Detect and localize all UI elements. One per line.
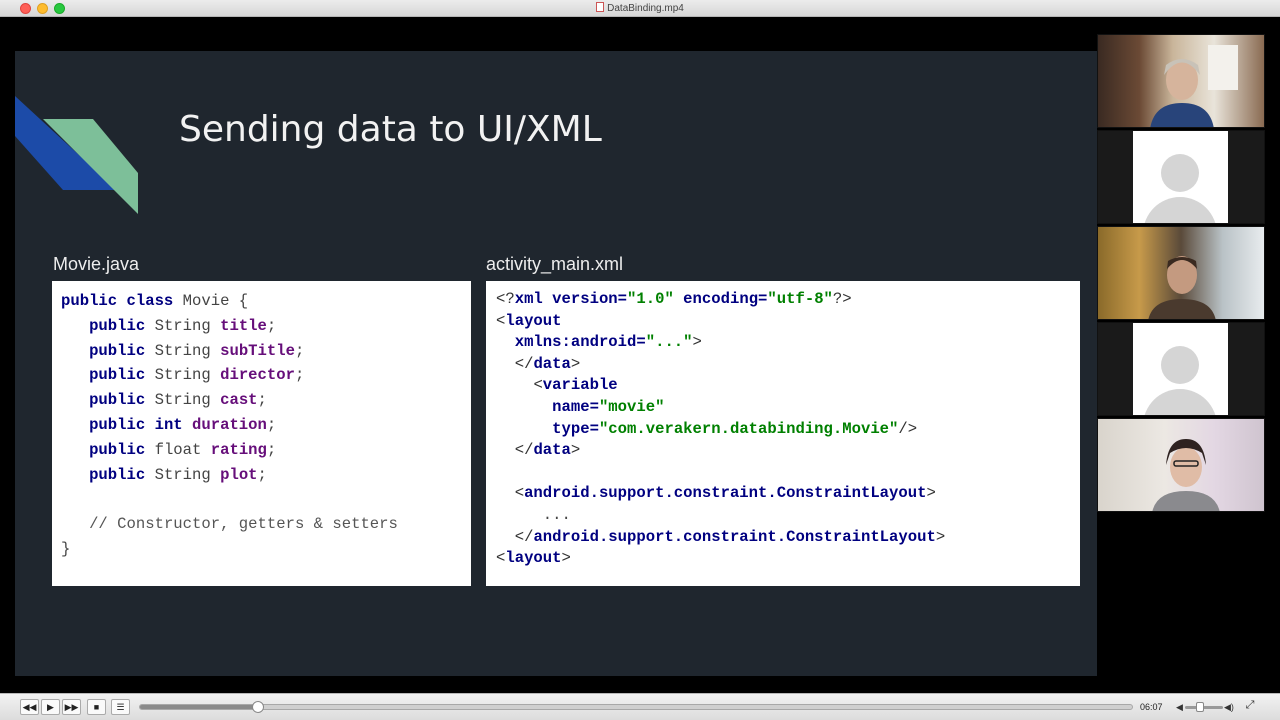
xml-file-label: activity_main.xml [486, 254, 624, 274]
video-area[interactable]: Sending data to UI/XML Movie.java activi… [0, 17, 1280, 692]
fast-forward-icon[interactable]: ▶▶ [62, 699, 81, 715]
participant-person-icon [1150, 45, 1238, 127]
java-field-type: String [145, 366, 221, 385]
stop-icon[interactable]: ■ [87, 699, 106, 715]
participant-avatar-tile[interactable] [1097, 322, 1265, 416]
avatar-body-shape [1143, 389, 1217, 415]
participants-panel [1097, 34, 1265, 514]
java-comment: // Constructor, getters & setters [89, 515, 398, 534]
java-field-type [183, 416, 192, 434]
seek-bar[interactable] [139, 701, 1133, 713]
java-field-name: cast [220, 391, 258, 410]
participant-video-tile[interactable] [1097, 418, 1265, 512]
window-titlebar: DataBinding.mp4 [0, 0, 1280, 17]
xml-name-value: "movie" [598, 397, 665, 416]
volume-knob[interactable] [1196, 702, 1205, 712]
java-field-end: ; [294, 341, 305, 360]
java-field-name: plot [220, 465, 258, 484]
java-field-type: String [145, 391, 221, 410]
avatar-body-shape [1143, 197, 1217, 223]
xml-decl-value: "1.0" [627, 290, 674, 308]
java-code-box: public class Movie { public String title… [52, 281, 471, 586]
avatar-placeholder-icon [1161, 154, 1199, 192]
java-field-type: String [145, 465, 221, 484]
xml-layout-close-tag: layout [505, 549, 562, 568]
java-line1-rest: Movie { [173, 292, 249, 310]
java-field-name: duration [192, 415, 267, 434]
participant-avatar-tile[interactable] [1097, 130, 1265, 224]
java-field-type: float [145, 440, 211, 459]
slide-logo-icon [15, 96, 138, 214]
window-title: DataBinding.mp4 [0, 2, 1280, 14]
seek-knob[interactable] [252, 701, 265, 713]
seek-bar-fill [140, 705, 259, 709]
xml-code-box: <?xml version="1.0" encoding="utf-8"?> <… [486, 281, 1080, 586]
xml-decl-attr: version= [542, 290, 628, 308]
window-title-text: DataBinding.mp4 [607, 3, 684, 14]
xml-data-tag: data [533, 354, 571, 373]
java-field-end: ; [294, 366, 305, 385]
playback-time: 06:07 [1140, 702, 1163, 712]
java-close-brace: } [61, 539, 71, 558]
volume-low-icon[interactable]: ◀ [1176, 702, 1183, 712]
xml-decl-attr: encoding= [673, 290, 768, 308]
xml-name-attr: name= [552, 397, 599, 416]
video-file-icon [596, 2, 605, 12]
java-field-name: rating [210, 440, 267, 459]
xml-ellipsis: ... [542, 505, 571, 524]
java-field-kw: public [89, 366, 146, 385]
volume-high-icon[interactable]: ◀) [1224, 702, 1234, 712]
java-field-name: director [220, 366, 295, 385]
xml-decl-name: xml [514, 290, 543, 308]
java-field-type: String [145, 316, 221, 335]
xml-decl-open: <? [496, 290, 515, 308]
xml-decl-value: "utf-8" [767, 290, 833, 308]
java-field-end: ; [266, 440, 277, 459]
java-field-kw: public [89, 465, 146, 484]
avatar-placeholder-icon [1161, 346, 1199, 384]
zoom-window-button[interactable] [54, 3, 65, 14]
java-field-kw: public [89, 341, 146, 360]
close-window-button[interactable] [20, 3, 31, 14]
xml-variable-tag: variable [542, 376, 618, 395]
participant-person-icon [1152, 439, 1220, 511]
java-file-label: Movie.java [53, 254, 140, 274]
rewind-icon[interactable]: ◀◀ [20, 699, 39, 715]
java-field-type: String [145, 341, 221, 360]
xml-type-attr: type= [552, 419, 599, 438]
minimize-window-button[interactable] [37, 3, 48, 14]
participant-video-tile[interactable] [1097, 226, 1265, 320]
xml-constraintlayout-tag: android.support.constraint.ConstraintLay… [524, 484, 927, 503]
slide-title: Sending data to UI/XML [179, 109, 602, 150]
xml-type-value: "com.verakern.databinding.Movie" [598, 419, 899, 438]
avatar-frame [1133, 131, 1228, 223]
xml-constraintlayout-close-tag: android.support.constraint.ConstraintLay… [533, 527, 936, 546]
xml-xmlns-value: "..." [645, 333, 693, 352]
java-field-end: ; [266, 316, 277, 335]
java-field-kw: public [89, 391, 146, 410]
avatar-frame [1133, 323, 1228, 415]
xml-xmlns-attr: xmlns:android= [514, 333, 646, 352]
java-field-name: title [220, 316, 267, 335]
participant-person-icon [1148, 256, 1216, 319]
xml-layout-tag: layout [505, 311, 562, 330]
presentation-slide: Sending data to UI/XML Movie.java activi… [15, 51, 1097, 676]
participant-video-tile[interactable] [1097, 34, 1265, 128]
fullscreen-icon[interactable]: ⤢ [1245, 699, 1255, 711]
play-icon[interactable]: ▶ [41, 699, 60, 715]
java-field-name: subTitle [220, 341, 295, 360]
playlist-icon[interactable]: ☰ [111, 699, 130, 715]
java-field-kw: public [89, 316, 146, 335]
xml-data-close-tag: data [533, 441, 571, 460]
java-field-end: ; [257, 391, 267, 410]
java-field-kw: public [89, 440, 146, 459]
java-field-kw: public int [89, 415, 183, 434]
java-field-end: ; [257, 465, 267, 484]
java-field-end: ; [266, 415, 277, 434]
xml-decl-close: ?> [832, 290, 852, 308]
player-controls: ◀◀ ▶ ▶▶ ■ ☰ 06:07 ◀ ◀) ⤢ [0, 693, 1280, 720]
java-line1-keyword: public class [61, 292, 174, 310]
